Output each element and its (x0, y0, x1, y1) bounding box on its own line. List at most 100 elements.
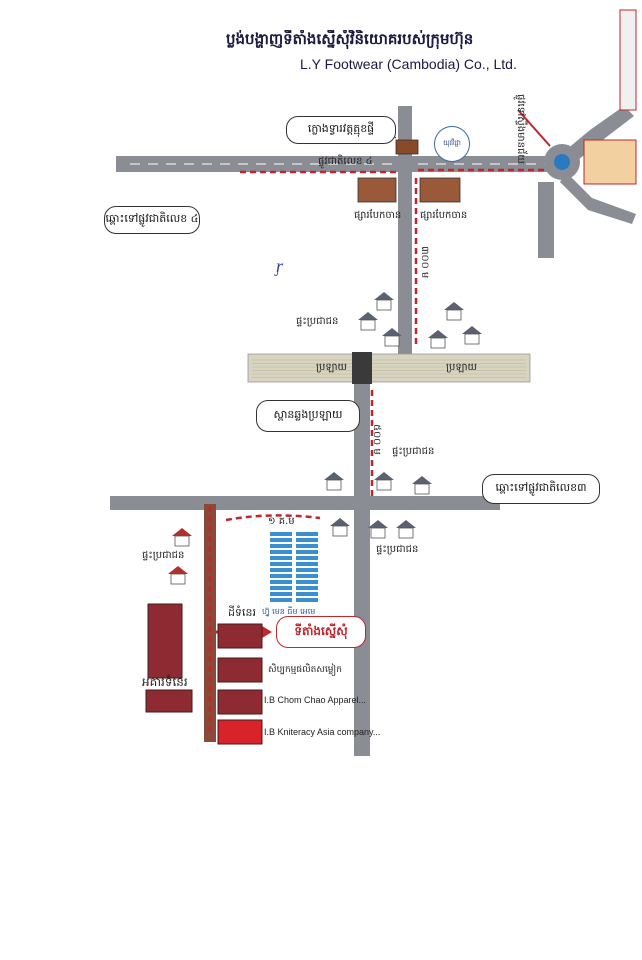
label-empty-building: អគារទំនេរ (142, 675, 188, 689)
factory-row (296, 580, 318, 584)
factory-row (270, 586, 292, 590)
road-dirt-west (204, 504, 216, 742)
roundabout-center (554, 154, 570, 170)
bridge-structure (352, 352, 372, 384)
factory-row (270, 538, 292, 542)
label-canal-left: ប្រឡាយ (316, 362, 348, 373)
houses (168, 292, 482, 585)
house (358, 312, 378, 331)
house (412, 476, 432, 495)
building-empty-roof (147, 603, 183, 679)
house-roof (330, 518, 350, 526)
factory-row (270, 592, 292, 596)
factory-row (296, 574, 318, 578)
factory-row (296, 550, 318, 554)
house (172, 528, 192, 547)
factory-row (296, 556, 318, 560)
callout-to-road-3: ឆ្ពោះទៅផ្លូវជាតិលេខ៣ (482, 474, 600, 504)
factory-row (270, 550, 292, 554)
house-roof (172, 528, 192, 536)
factory-row (296, 592, 318, 596)
factory-row (270, 556, 292, 560)
market-right (419, 177, 461, 203)
house-roof (396, 520, 416, 528)
house (324, 472, 344, 491)
market-left (357, 177, 397, 203)
house (462, 326, 482, 345)
canal (247, 352, 531, 384)
house-wall (430, 337, 446, 349)
callout-requested-site: ទីតាំងស្នើសុំ (276, 616, 366, 648)
house-roof (374, 292, 394, 300)
house-wall (376, 299, 392, 311)
roads (110, 106, 636, 756)
factory-row (270, 598, 292, 602)
factory-row (296, 532, 318, 536)
house-roof (374, 472, 394, 480)
house-wall (464, 333, 480, 345)
label-company-2: I.B Chom Chao Apparel... (264, 695, 367, 705)
house-wall (326, 479, 342, 491)
road-roundabout-south (538, 182, 554, 258)
canal-band (247, 353, 531, 383)
road-south-vertical (354, 356, 370, 756)
house-roof (358, 312, 378, 320)
house-wall (170, 573, 186, 585)
house (382, 328, 402, 347)
factory-row (296, 562, 318, 566)
factory-row (296, 568, 318, 572)
house-wall (360, 319, 376, 331)
house (444, 302, 464, 321)
house (374, 472, 394, 491)
factory-row (270, 580, 292, 584)
house (368, 520, 388, 539)
building-company-2 (217, 689, 263, 715)
building-vacant (217, 623, 263, 649)
building-company-1 (217, 657, 263, 683)
label-canal-right: ប្រឡាយ (446, 362, 478, 373)
title-english: L.Y Footwear (Cambodia) Co., Ltd. (300, 56, 517, 72)
label-distance-300: ៣០០ ម (419, 246, 430, 279)
house-roof (368, 520, 388, 528)
house-roof (168, 566, 188, 574)
label-company-1: សិប្បកម្មផលិតសម្លៀក (268, 665, 342, 675)
house-roof (428, 330, 448, 338)
factory-row (270, 568, 292, 572)
house-wall (370, 527, 386, 539)
label-market-right: ផ្សារបែកចាន (420, 210, 468, 221)
house-wall (332, 525, 348, 537)
label-factory-block: ហ្វ៊ូ មេន ធីម អេមេ (262, 607, 316, 616)
label-houses-2: ផ្ទះប្រជាជន (392, 446, 435, 457)
label-houses-4: ផ្ទះប្រជាជន (142, 550, 185, 561)
factory-row (296, 544, 318, 548)
house (396, 520, 416, 539)
house-roof (324, 472, 344, 480)
route-path (208, 109, 551, 732)
house (168, 566, 188, 585)
label-houses-1: ផ្ទះប្រជាជន (296, 316, 339, 327)
road-roundabout-se (560, 172, 636, 224)
title-khmer: ប្លង់បង្ហាញទីតាំងស្នើសុំវិនិយោគរបស់ក្រុម… (226, 30, 474, 48)
road-north-vertical (398, 106, 412, 356)
label-distance-500: ៥០០ ម (371, 424, 382, 455)
route-roundabout-pointer (517, 109, 551, 147)
label-road-4: ផ្លូវជាតិលេខ ៤ (318, 156, 373, 167)
house-roof (462, 326, 482, 334)
edge-poster (619, 9, 637, 111)
factory-row (270, 562, 292, 566)
route-arrowhead (262, 626, 272, 638)
house-wall (384, 335, 400, 347)
callout-bridge: ស្ពានឆ្លងប្រឡាយ (256, 400, 360, 432)
house (374, 292, 394, 311)
route-1km-arc (225, 514, 321, 522)
house-roof (412, 476, 432, 484)
factory-row (270, 574, 292, 578)
factory-row (270, 532, 292, 536)
label-vacant-land: ដីទំនេរ (228, 606, 256, 619)
road-to-national-3 (110, 496, 500, 510)
label-roundabout-road: ផ្លូវទៅស្ទឹងមានជ័យ (515, 94, 526, 164)
house (330, 518, 350, 537)
house-roof (444, 302, 464, 310)
label-distance-1km: ១ គ.ម (268, 516, 295, 527)
